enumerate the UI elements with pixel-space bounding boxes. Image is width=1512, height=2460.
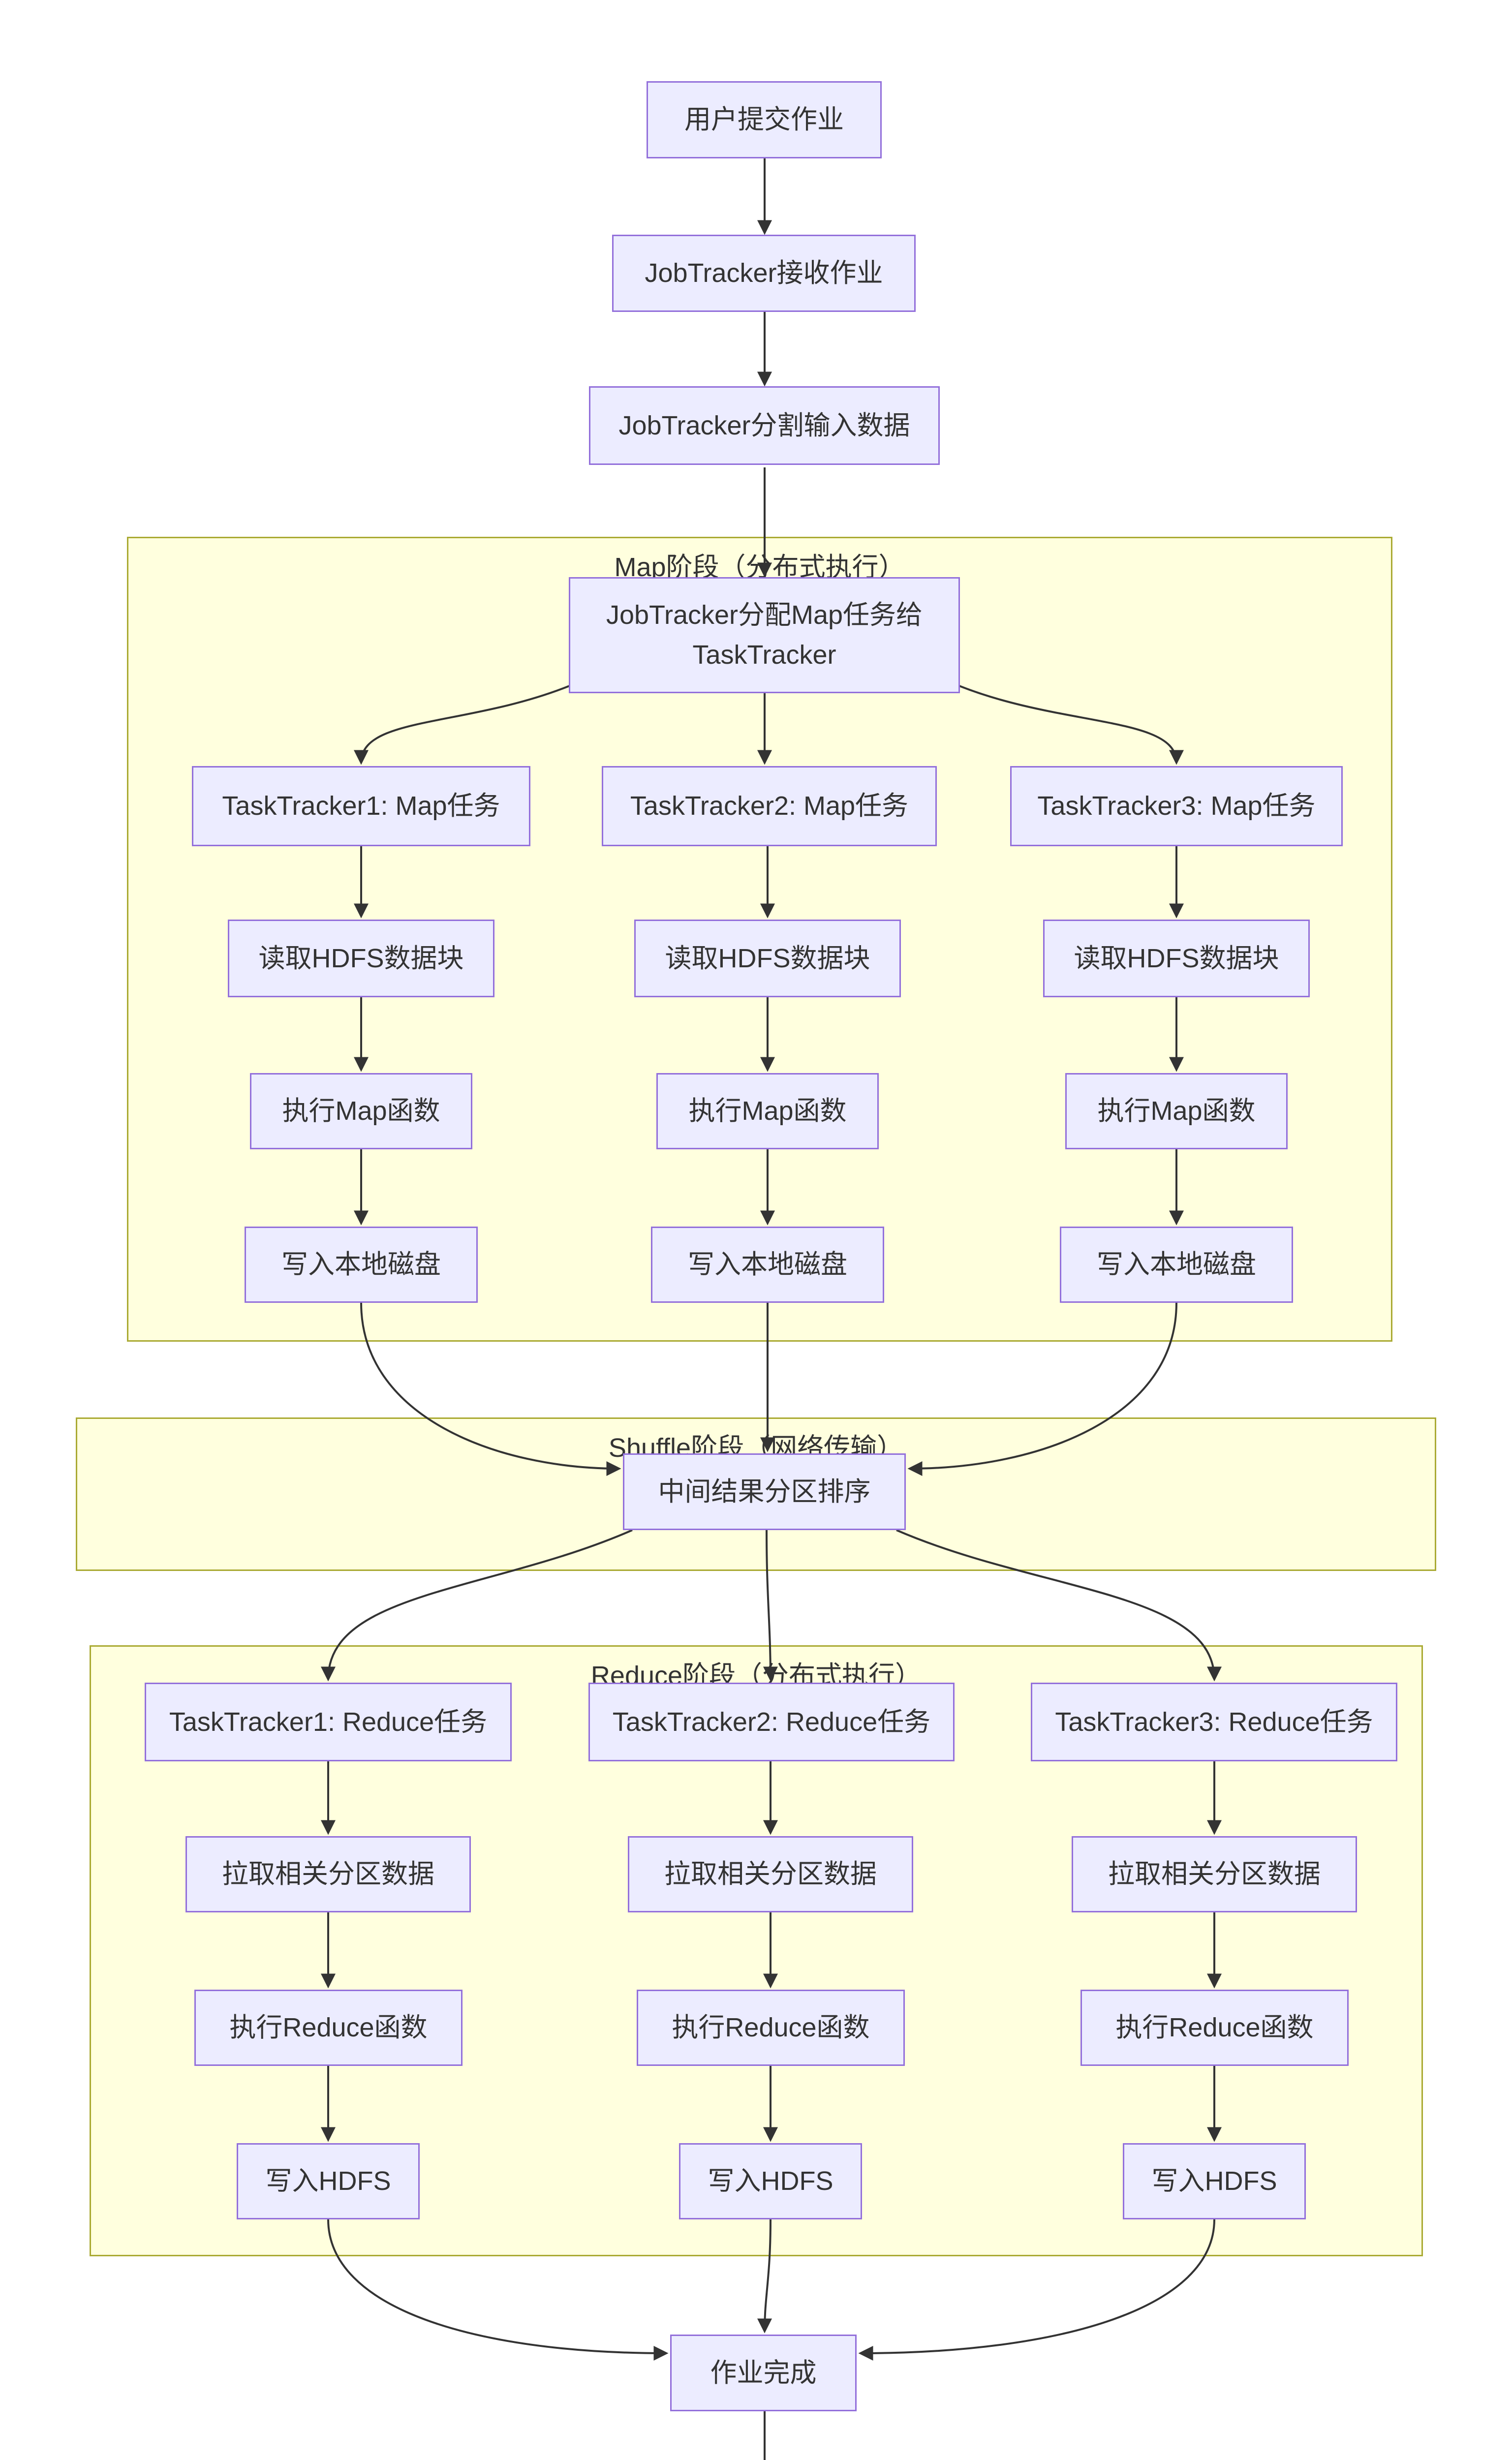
node-exec-map-3: 执行Map函数 bbox=[1065, 1073, 1288, 1149]
edge-hdfs1-done bbox=[327, 2219, 669, 2361]
node-tasktracker1-reduce: TaskTracker1: Reduce任务 bbox=[145, 1683, 512, 1761]
node-write-hdfs-1: 写入HDFS bbox=[237, 2143, 420, 2219]
node-exec-map-2: 执行Map函数 bbox=[656, 1073, 879, 1149]
node-exec-reduce-1-label: 执行Reduce函数 bbox=[229, 2013, 428, 2042]
node-exec-reduce-2-label: 执行Reduce函数 bbox=[672, 2013, 870, 2042]
node-pull-partition-1-label: 拉取相关分区数据 bbox=[222, 1859, 434, 1889]
node-pull-partition-3-label: 拉取相关分区数据 bbox=[1108, 1859, 1321, 1889]
node-tasktracker2-reduce: TaskTracker2: Reduce任务 bbox=[588, 1683, 955, 1761]
node-exec-reduce-3: 执行Reduce函数 bbox=[1080, 1990, 1349, 2066]
edge-write1-shuffle bbox=[360, 1302, 621, 1476]
edge-shuffle-rt1 bbox=[321, 1529, 633, 1682]
node-write-hdfs-3: 写入HDFS bbox=[1123, 2143, 1306, 2219]
node-read-hdfs-2: 读取HDFS数据块 bbox=[634, 920, 901, 997]
edge-hdfs3-done bbox=[858, 2219, 1215, 2361]
node-job-done: 作业完成 bbox=[670, 2335, 857, 2411]
node-tasktracker2-map: TaskTracker2: Map任务 bbox=[602, 766, 937, 846]
node-pull-partition-2: 拉取相关分区数据 bbox=[628, 1836, 913, 1912]
node-write-local-3: 写入本地磁盘 bbox=[1060, 1227, 1293, 1303]
node-write-local-1: 写入本地磁盘 bbox=[245, 1227, 478, 1303]
node-tasktracker1-map-label: TaskTracker1: Map任务 bbox=[222, 791, 500, 821]
node-pull-partition-1: 拉取相关分区数据 bbox=[185, 1836, 471, 1912]
node-exec-reduce-1: 执行Reduce函数 bbox=[194, 1990, 463, 2066]
node-jobtracker-receive-label: JobTracker接收作业 bbox=[645, 258, 883, 288]
node-job-done-label: 作业完成 bbox=[710, 2358, 817, 2388]
node-tasktracker2-reduce-label: TaskTracker2: Reduce任务 bbox=[612, 1707, 931, 1737]
node-exec-reduce-3-label: 执行Reduce函数 bbox=[1115, 2013, 1314, 2042]
node-read-hdfs-3-label: 读取HDFS数据块 bbox=[1074, 943, 1279, 973]
node-write-local-2-label: 写入本地磁盘 bbox=[688, 1250, 847, 1279]
node-shuffle-sort-label: 中间结果分区排序 bbox=[658, 1476, 871, 1507]
node-pull-partition-3: 拉取相关分区数据 bbox=[1072, 1836, 1357, 1912]
node-read-hdfs-1: 读取HDFS数据块 bbox=[228, 920, 494, 997]
node-write-local-3-label: 写入本地磁盘 bbox=[1097, 1250, 1256, 1279]
node-write-local-1-label: 写入本地磁盘 bbox=[281, 1250, 441, 1279]
edge-shuffle-rt2 bbox=[763, 1530, 778, 1682]
node-tasktracker3-reduce: TaskTracker3: Reduce任务 bbox=[1031, 1683, 1397, 1761]
node-exec-reduce-2: 执行Reduce函数 bbox=[637, 1990, 905, 2066]
node-write-hdfs-2: 写入HDFS bbox=[679, 2143, 862, 2219]
node-user-submit-label: 用户提交作业 bbox=[684, 105, 844, 134]
node-read-hdfs-2-label: 读取HDFS数据块 bbox=[665, 943, 870, 973]
node-jobtracker-receive: JobTracker接收作业 bbox=[612, 235, 916, 312]
edge-assign-tt3 bbox=[957, 684, 1184, 765]
node-write-local-2: 写入本地磁盘 bbox=[651, 1227, 884, 1303]
node-jobtracker-assign: JobTracker分配Map任务给 TaskTracker bbox=[569, 577, 960, 693]
edge-write3-shuffle bbox=[907, 1302, 1177, 1476]
node-tasktracker3-reduce-label: TaskTracker3: Reduce任务 bbox=[1055, 1707, 1373, 1737]
node-exec-map-1-label: 执行Map函数 bbox=[282, 1096, 440, 1126]
node-shuffle-sort: 中间结果分区排序 bbox=[623, 1453, 906, 1530]
node-read-hdfs-1-label: 读取HDFS数据块 bbox=[258, 943, 464, 973]
edge-assign-tt1 bbox=[354, 684, 571, 765]
node-user-submit: 用户提交作业 bbox=[647, 81, 882, 158]
node-jobtracker-assign-line1: JobTracker分配Map任务给 bbox=[606, 600, 923, 630]
node-exec-map-1: 执行Map函数 bbox=[250, 1073, 472, 1149]
node-tasktracker2-map-label: TaskTracker2: Map任务 bbox=[630, 791, 909, 821]
node-jobtracker-assign-line2: TaskTracker bbox=[692, 640, 836, 670]
node-jobtracker-split-label: JobTracker分割输入数据 bbox=[618, 410, 910, 440]
node-write-hdfs-1-label: 写入HDFS bbox=[265, 2166, 391, 2196]
node-read-hdfs-3: 读取HDFS数据块 bbox=[1043, 920, 1310, 997]
node-tasktracker1-map: TaskTracker1: Map任务 bbox=[192, 766, 530, 846]
node-exec-map-2-label: 执行Map函数 bbox=[688, 1096, 847, 1126]
node-tasktracker3-map: TaskTracker3: Map任务 bbox=[1010, 766, 1343, 846]
node-jobtracker-split: JobTracker分割输入数据 bbox=[589, 386, 940, 465]
node-tasktracker3-map-label: TaskTracker3: Map任务 bbox=[1037, 791, 1316, 821]
node-tasktracker1-reduce-label: TaskTracker1: Reduce任务 bbox=[169, 1707, 488, 1737]
edge-hdfs2-done bbox=[757, 2219, 772, 2334]
node-write-hdfs-3-label: 写入HDFS bbox=[1151, 2166, 1277, 2196]
node-pull-partition-2-label: 拉取相关分区数据 bbox=[664, 1859, 877, 1889]
node-exec-map-3-label: 执行Map函数 bbox=[1097, 1096, 1256, 1126]
edge-shuffle-rt3 bbox=[896, 1529, 1222, 1682]
node-write-hdfs-2-label: 写入HDFS bbox=[708, 2166, 833, 2196]
